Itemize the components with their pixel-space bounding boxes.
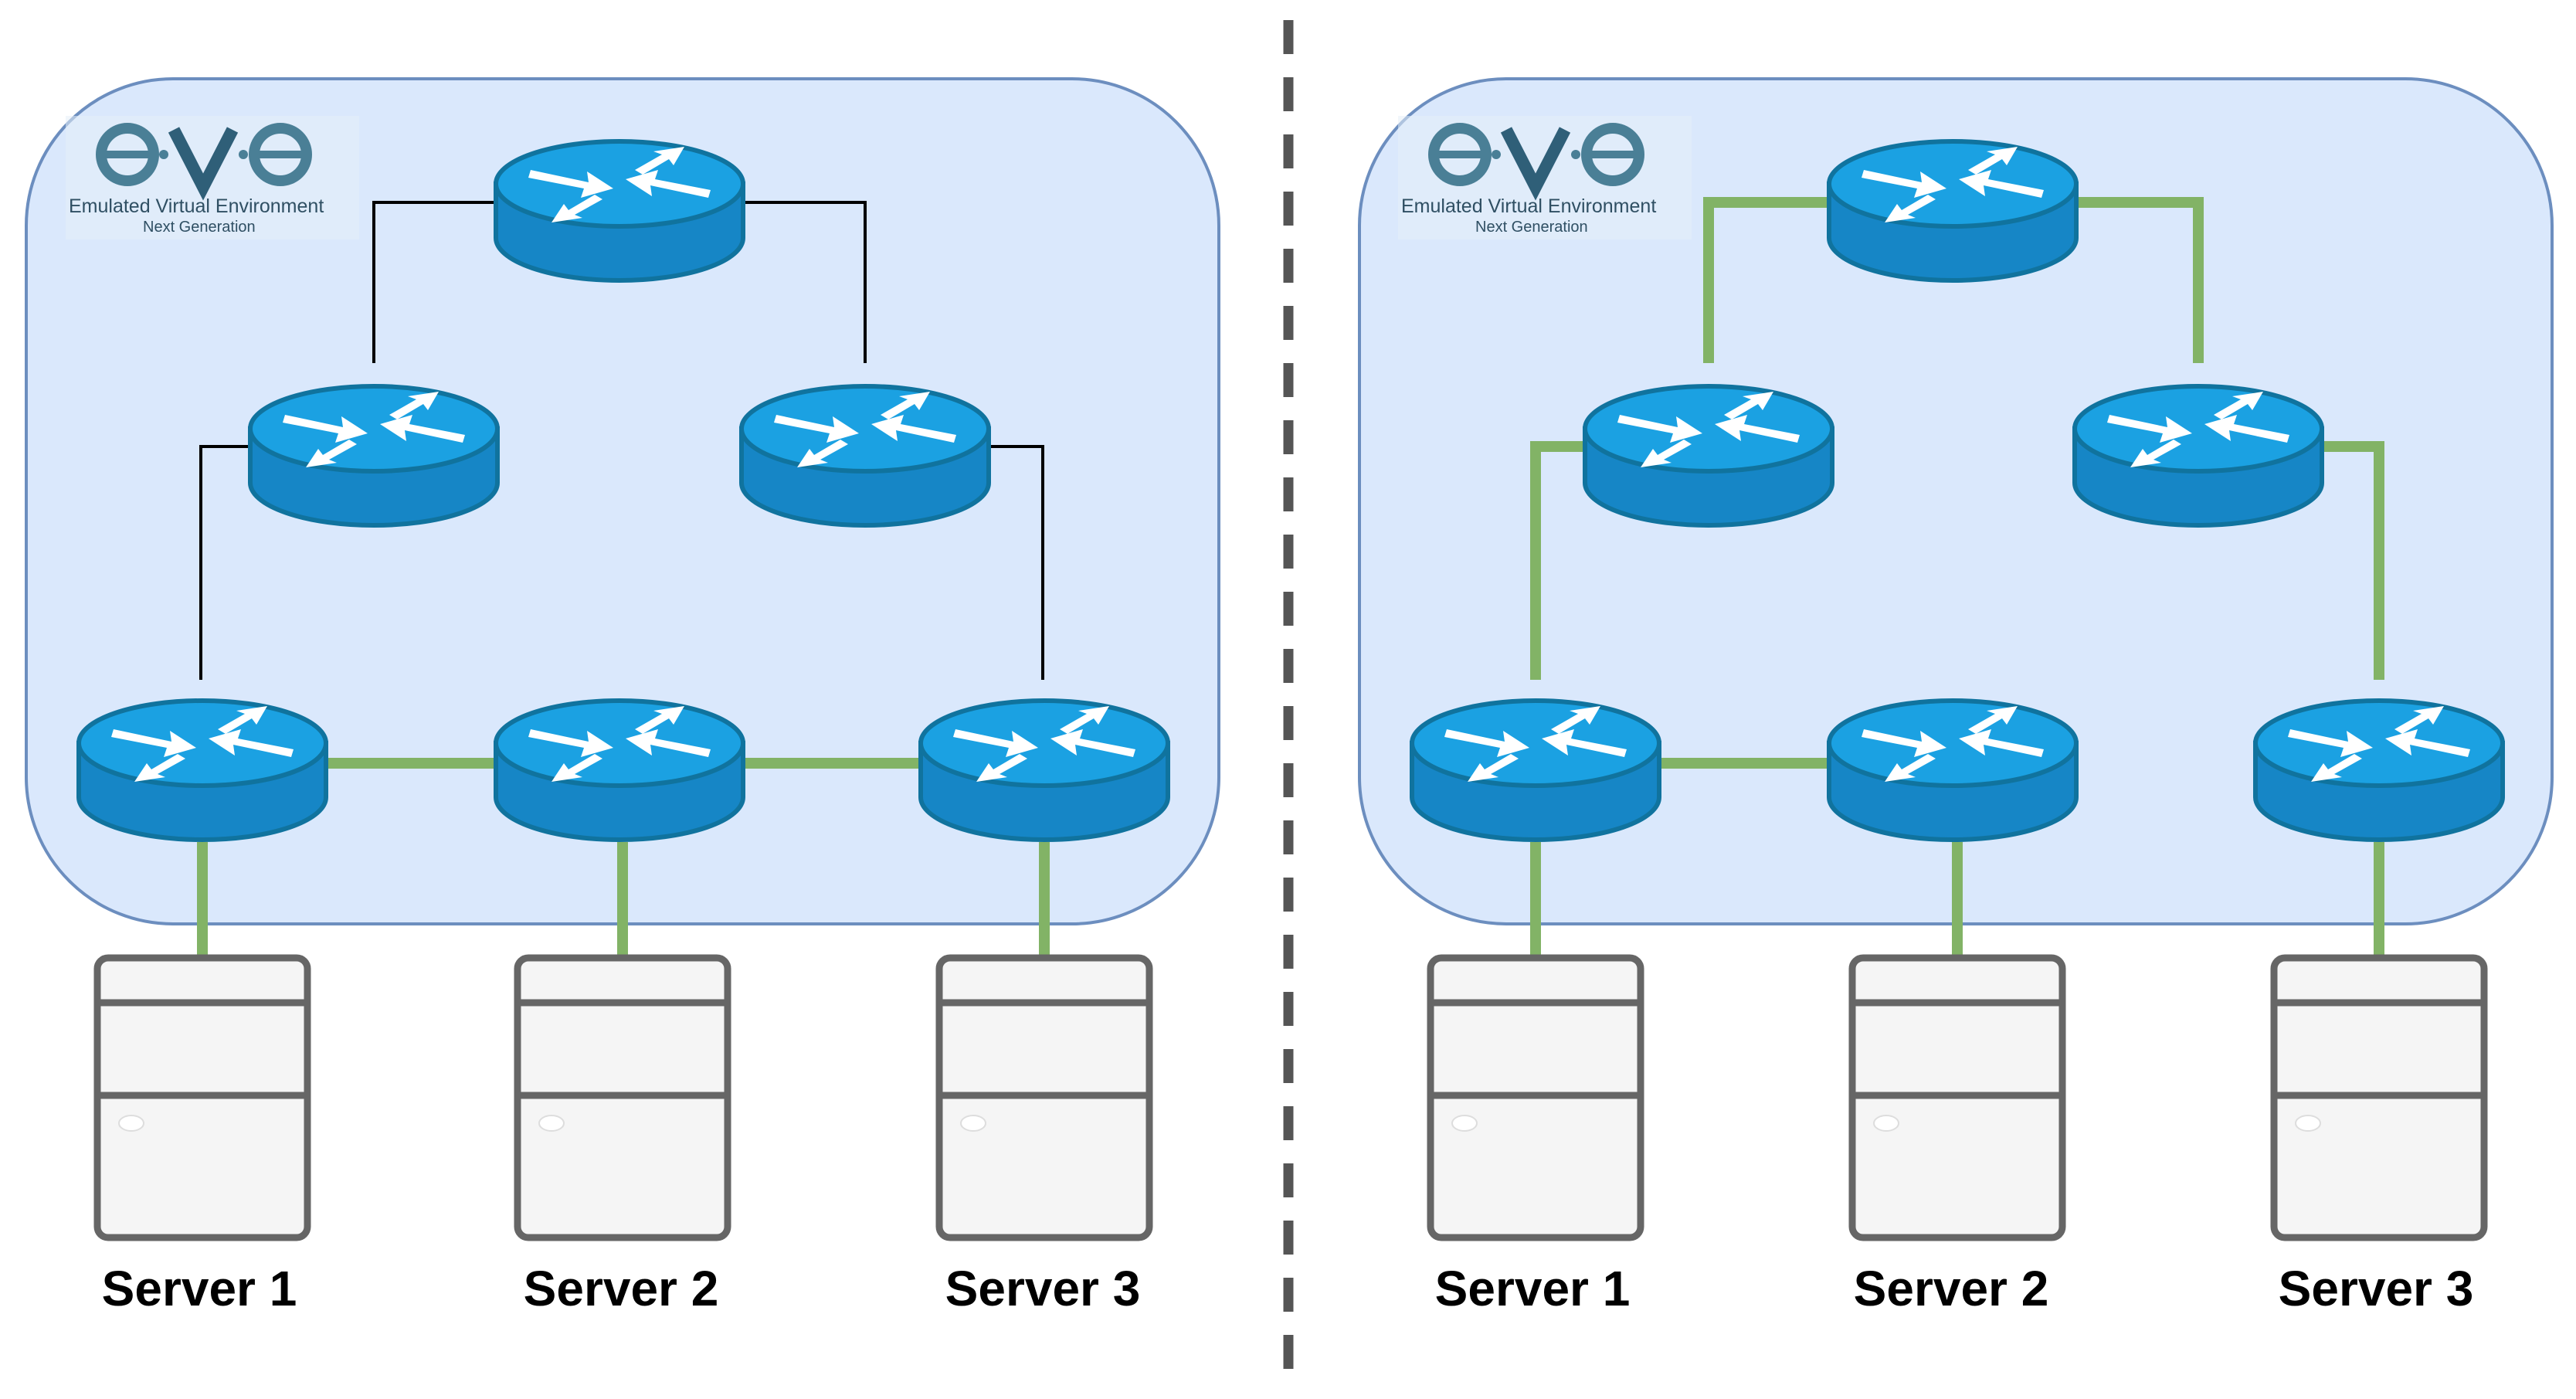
server-label: Server 1 — [102, 1261, 297, 1316]
router-icon — [1585, 386, 1832, 525]
logo-tagline: Emulated Virtual Environment — [1401, 195, 1656, 217]
router-icon — [1412, 701, 1659, 840]
router-icon — [496, 701, 743, 840]
server-icon — [1852, 958, 2062, 1238]
eve-logo-icon: Emulated Virtual Environment Next Genera… — [1398, 116, 1692, 239]
router-icon — [79, 701, 326, 840]
link-left-mid-to-bottom-left — [1530, 441, 1585, 680]
link-top-to-left-mid — [1703, 197, 1829, 363]
router-icon — [496, 141, 743, 280]
server-label: Server 3 — [2279, 1261, 2474, 1316]
logo-subtitle: Next Generation — [1475, 219, 1588, 236]
server-label: Server 1 — [1435, 1261, 1631, 1316]
router-icon — [2075, 386, 2322, 525]
diagram-right: Emulated Virtual Environment Next Genera… — [1358, 77, 2554, 1316]
server-icon — [939, 958, 1149, 1238]
logo-subtitle: Next Generation — [143, 219, 256, 236]
standby-links-left — [199, 201, 1044, 680]
link-right-mid-to-bottom-right — [987, 445, 1044, 680]
server-icon — [518, 958, 728, 1238]
server-label: Server 2 — [1854, 1261, 2049, 1316]
router-icon — [1829, 701, 2076, 840]
router-icon — [1829, 141, 2076, 280]
link-top-to-right-mid — [2076, 197, 2204, 363]
logo-tagline: Emulated Virtual Environment — [69, 195, 324, 217]
server-icon — [97, 958, 307, 1238]
link-left-mid-to-bottom-left — [199, 445, 252, 680]
eve-logo-icon: Emulated Virtual Environment Next Genera… — [66, 116, 359, 239]
server-icon — [1431, 958, 1641, 1238]
link-top-to-left-mid — [372, 201, 496, 363]
server-label: Server 2 — [524, 1261, 719, 1316]
link-top-to-right-mid — [743, 201, 867, 363]
server-icon — [2274, 958, 2484, 1238]
router-icon — [250, 386, 497, 525]
router-icon — [742, 386, 989, 525]
link-right-mid-to-bottom-right — [2320, 441, 2384, 680]
diagram-left: Emulated Virtual Environment Next Genera… — [25, 77, 1220, 1316]
active-links-right — [1530, 197, 2384, 955]
server-label: Server 3 — [945, 1261, 1141, 1316]
active-links-left — [197, 758, 1050, 955]
router-icon — [2255, 701, 2503, 840]
router-icon — [921, 701, 1168, 840]
